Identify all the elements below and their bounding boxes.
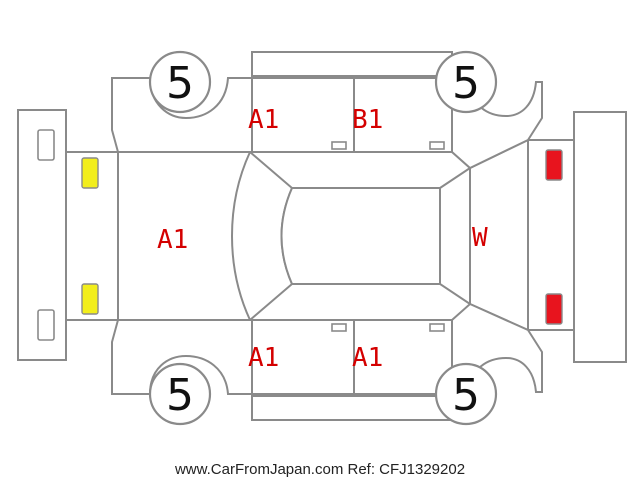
front-lamp-bottom — [81, 283, 99, 315]
damage-rear-left-door: B1 — [352, 105, 383, 135]
left-side-panels — [111, 51, 543, 170]
rear-glass — [439, 166, 471, 306]
damage-front-right-door: A1 — [248, 343, 279, 373]
wheel-rear-right-grade: 5 — [452, 370, 480, 421]
rear-lamp-top — [545, 149, 563, 181]
damage-rear-glass: W — [472, 223, 488, 253]
front-panel — [65, 151, 119, 321]
front-lamp-top — [81, 157, 99, 189]
rear-bumper — [573, 111, 627, 363]
damage-rear-right-door: A1 — [352, 343, 383, 373]
wheel-rear-left-grade: 5 — [452, 58, 480, 109]
wheel-front-right: 5 — [148, 362, 212, 426]
rear-panel — [527, 139, 575, 331]
footer-watermark: www.CarFromJapan.com Ref: CFJ1329202 — [174, 461, 465, 478]
damage-front-left-door: A1 — [248, 105, 279, 135]
wheel-rear-right: 5 — [434, 362, 498, 426]
roof — [280, 187, 441, 285]
wheel-front-left-grade: 5 — [166, 58, 194, 109]
front-bumper — [17, 109, 67, 361]
wheel-rear-left: 5 — [434, 50, 498, 114]
rear-lamp-bottom — [545, 293, 563, 325]
damage-hood: A1 — [157, 225, 188, 255]
wheel-front-right-grade: 5 — [166, 370, 194, 421]
wheel-front-left: 5 — [148, 50, 212, 114]
right-side-panels — [111, 302, 543, 421]
